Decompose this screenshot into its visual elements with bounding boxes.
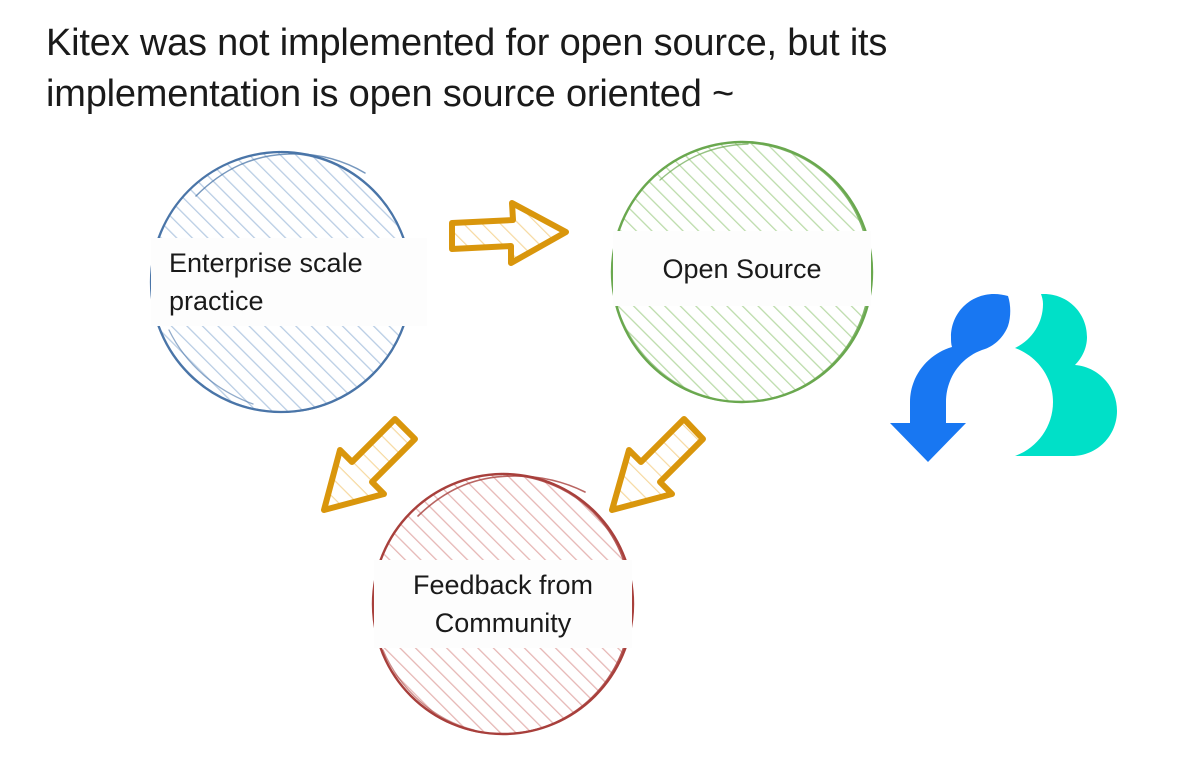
arrow-opensource-to-feedback bbox=[609, 416, 706, 513]
node-label-line: practice bbox=[169, 286, 264, 316]
node-label-feedback-from-community: Feedback from Community bbox=[374, 560, 632, 648]
node-label-open-source: Open Source bbox=[613, 231, 871, 306]
node-label-line: Feedback from bbox=[412, 570, 594, 600]
node-label-line: Open Source bbox=[662, 253, 822, 284]
node-label-line: Enterprise scale bbox=[169, 248, 363, 278]
page-title: Kitex was not implemented for open sourc… bbox=[46, 22, 888, 115]
arrow-feedback-to-enterprise bbox=[321, 416, 418, 513]
cloud-shape-icon bbox=[988, 294, 1117, 456]
blue-arrow-icon bbox=[890, 294, 1011, 462]
arrow-enterprise-to-opensource bbox=[449, 200, 569, 266]
cloudwego-logo bbox=[890, 294, 1117, 462]
node-label-enterprise-scale-practice: Enterprise scale practice bbox=[151, 238, 427, 326]
node-label-line: Community bbox=[434, 608, 572, 638]
